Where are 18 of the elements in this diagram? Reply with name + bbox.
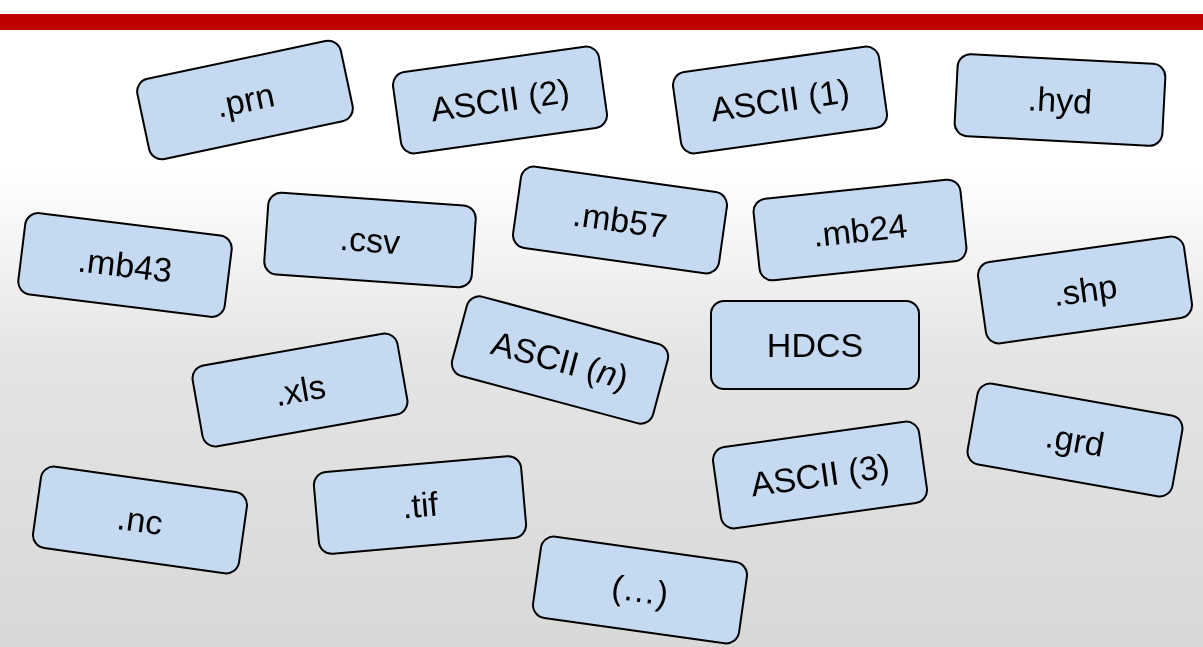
format-label: .shp	[1050, 266, 1120, 314]
format-label: .grd	[1042, 415, 1108, 465]
format-label: .mb43	[75, 239, 175, 291]
format-label: .csv	[338, 218, 402, 262]
format-label: (…)	[609, 566, 671, 614]
format-label: .mb24	[810, 205, 910, 255]
format-box	[710, 300, 920, 390]
format-label: ASCII (n)	[487, 323, 633, 397]
format-label: .tif	[400, 484, 440, 526]
format-label: .hyd	[1026, 78, 1094, 122]
format-label: ASCII (1)	[708, 70, 852, 130]
format-label: .mb57	[570, 194, 670, 246]
format-label: ASCII (3)	[748, 445, 892, 505]
format-label: ASCII (2)	[428, 70, 572, 130]
format-label: .xls	[271, 366, 329, 414]
format-label: HDCS	[766, 325, 864, 365]
format-label: .prn	[212, 74, 278, 126]
format-label: .nc	[114, 497, 166, 543]
